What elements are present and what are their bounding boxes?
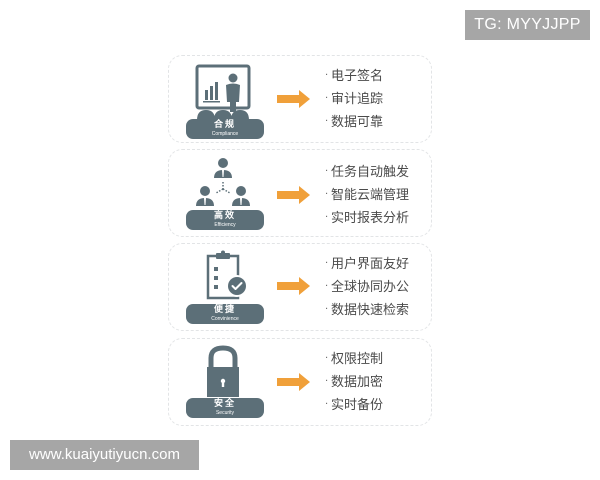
feature-item: ·数据加密 [325,375,384,390]
feature-item: ·用户界面友好 [325,257,410,272]
presentation-icon [183,62,263,124]
feature-item: ·实时备份 [325,398,384,413]
badge-security: 安全 Security [186,398,264,418]
badge-title: 便捷 [213,305,236,315]
badge-subtitle: Compliance [211,131,239,137]
feature-item: ·智能云端管理 [325,188,410,203]
card-compliance: 合规 Compliance ·电子签名 ·审计追踪 ·数据可靠 [168,55,432,143]
arrow-right-icon [277,373,311,391]
watermark-tg: TG: MYYJJPP [465,10,590,40]
arrow-right-icon [277,186,311,204]
card-convenience: 便捷 Convinience ·用户界面友好 ·全球协同办公 ·数据快速检索 [168,243,432,331]
card-security: 安全 Security ·权限控制 ·数据加密 ·实时备份 [168,338,432,426]
checklist-icon [183,250,263,312]
feature-list: ·电子签名 ·审计追踪 ·数据可靠 [325,64,383,133]
badge-compliance: 合规 Compliance [186,119,264,139]
feature-item: ·权限控制 [325,352,384,367]
badge-subtitle: Convinience [211,316,239,322]
badge-subtitle: Security [215,410,235,416]
feature-item: ·电子签名 [325,69,384,84]
watermark-url: www.kuaiyutiyucn.com [10,440,199,470]
feature-item: ·实时报表分析 [325,211,410,226]
badge-efficiency: 高效 Efficiency [186,210,264,230]
feature-list: ·任务自动触发 ·智能云端管理 ·实时报表分析 [325,160,409,229]
feature-item: ·全球协同办公 [325,280,410,295]
feature-item: ·审计追踪 [325,92,384,107]
feature-item: ·任务自动触发 [325,165,410,180]
badge-convenience: 便捷 Convinience [186,304,264,324]
badge-subtitle: Efficiency [214,222,236,228]
arrow-right-icon [277,90,311,108]
feature-item: ·数据快速检索 [325,303,410,318]
team-network-icon [183,156,263,218]
padlock-icon [183,345,263,407]
feature-list: ·用户界面友好 ·全球协同办公 ·数据快速检索 [325,252,409,321]
feature-item: ·数据可靠 [325,115,384,130]
badge-title: 合规 [213,120,236,130]
feature-list: ·权限控制 ·数据加密 ·实时备份 [325,347,383,416]
arrow-right-icon [277,277,311,295]
badge-title: 高效 [213,211,236,221]
badge-title: 安全 [213,399,236,409]
card-efficiency: 高效 Efficiency ·任务自动触发 ·智能云端管理 ·实时报表分析 [168,149,432,237]
